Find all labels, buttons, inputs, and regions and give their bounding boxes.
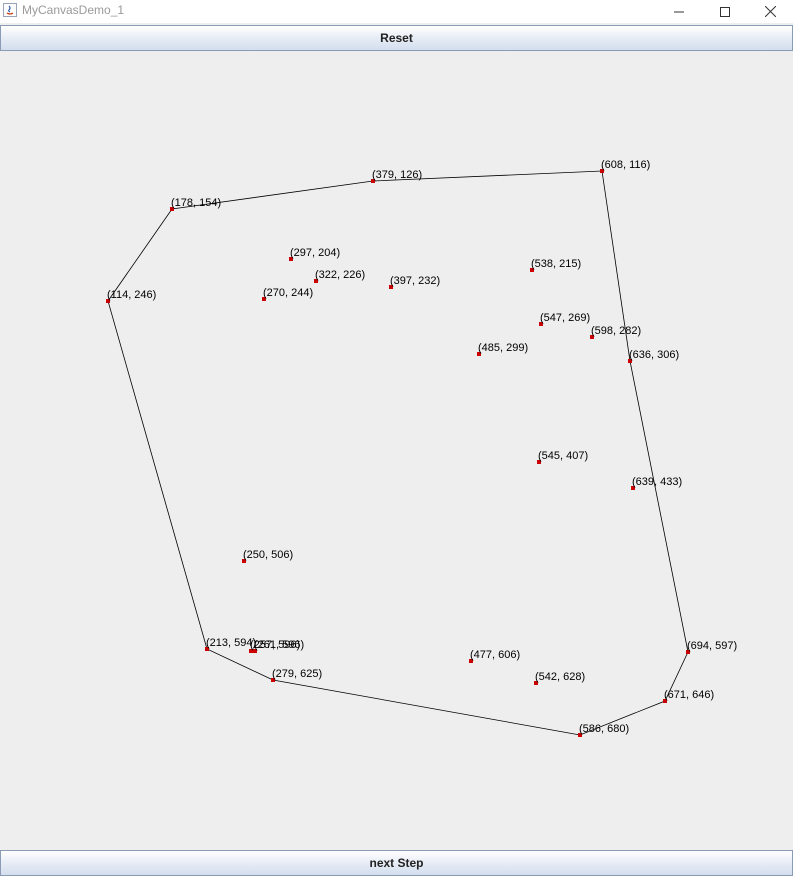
- point-label: (547, 269): [540, 312, 590, 324]
- points-layer: (379, 126) (608, 116) (178, 154) (297, 204)…: [106, 159, 737, 737]
- point-label: (257, 596): [250, 639, 300, 651]
- point-label: (213, 594): [206, 637, 256, 649]
- point-marker: [539, 322, 543, 326]
- point-label: (477, 606): [470, 649, 520, 661]
- point-label: (379, 126): [372, 169, 422, 181]
- point-label: (250, 506): [243, 549, 293, 561]
- point-marker: [477, 352, 481, 356]
- point-marker: [106, 299, 110, 303]
- point-marker: [663, 699, 667, 703]
- next-step-button[interactable]: next Step: [0, 850, 793, 876]
- point-marker: [314, 279, 318, 283]
- minimize-icon: [674, 11, 684, 12]
- close-button[interactable]: [747, 0, 793, 23]
- point-marker: [530, 268, 534, 272]
- maximize-button[interactable]: [702, 0, 748, 23]
- point-marker: [389, 285, 393, 289]
- point-label: (397, 232): [390, 275, 440, 287]
- point-marker: [371, 179, 375, 183]
- close-icon: [764, 6, 776, 17]
- point-marker: [469, 659, 473, 663]
- point-label: (261, 596): [254, 639, 304, 651]
- point-marker: [537, 460, 541, 464]
- point-marker: [262, 297, 266, 301]
- point-label: (485, 299): [478, 342, 528, 354]
- point-label: (322, 226): [315, 269, 365, 281]
- point-marker: [253, 649, 257, 653]
- point-label: (538, 215): [531, 258, 581, 270]
- point-label: (545, 407): [538, 450, 588, 462]
- point-marker: [170, 207, 174, 211]
- point-marker: [600, 169, 604, 173]
- point-label: (178, 154): [171, 197, 221, 209]
- title-bar: MyCanvasDemo_1: [0, 0, 793, 23]
- point-marker: [686, 650, 690, 654]
- point-marker: [628, 359, 632, 363]
- minimize-button[interactable]: [656, 0, 702, 23]
- java-app-icon: [3, 3, 17, 17]
- point-marker: [534, 681, 538, 685]
- reset-button[interactable]: Reset: [0, 25, 793, 51]
- point-marker: [289, 257, 293, 261]
- point-label: (598, 282): [591, 325, 641, 337]
- point-marker: [271, 678, 275, 682]
- point-marker: [590, 335, 594, 339]
- point-marker: [578, 733, 582, 737]
- point-label: (636, 306): [629, 349, 679, 361]
- point-marker: [242, 559, 246, 563]
- point-marker: [249, 649, 253, 653]
- point-label: (270, 244): [263, 287, 313, 299]
- point-marker: [631, 486, 635, 490]
- point-label: (542, 628): [535, 671, 585, 683]
- point-label: (608, 116): [601, 159, 650, 171]
- point-label: (279, 625): [272, 668, 322, 680]
- point-label: (114, 246): [107, 289, 156, 301]
- point-label: (694, 597): [687, 640, 737, 652]
- point-label: (671, 646): [664, 689, 714, 701]
- convex-hull-outline: [107, 170, 689, 736]
- point-marker: [205, 647, 209, 651]
- window-title: MyCanvasDemo_1: [22, 3, 125, 17]
- point-label: (639, 433): [632, 476, 682, 488]
- point-label: (586, 680): [579, 723, 629, 735]
- point-label: (297, 204): [290, 247, 340, 259]
- maximize-icon: [720, 6, 730, 17]
